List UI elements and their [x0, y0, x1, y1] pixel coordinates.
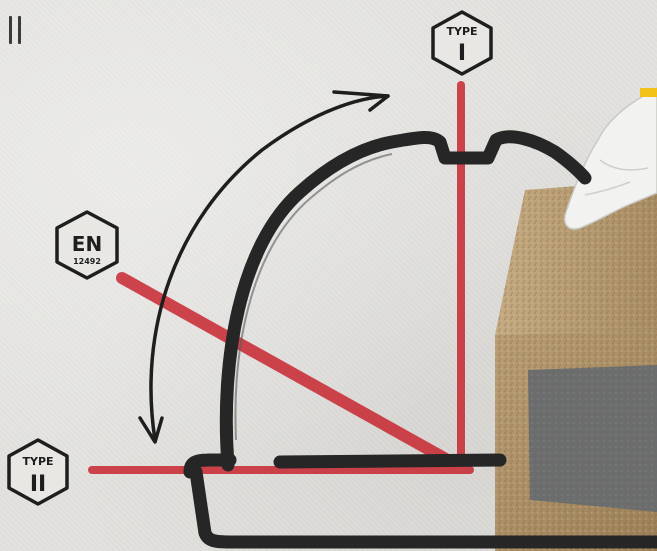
- helmet-outline: [183, 130, 657, 549]
- type-two-top-text: TYPE: [22, 455, 53, 468]
- type-one-badge: TYPE I: [431, 10, 493, 76]
- helmet-inner-highlight: [234, 153, 393, 441]
- rotation-arrow: [138, 90, 390, 444]
- concrete-block-image: [495, 180, 657, 551]
- diagonal-impact-line: [116, 272, 468, 474]
- en-12492-badge: EN 12492: [55, 210, 119, 280]
- en-badge-top-text: EN: [72, 232, 102, 256]
- impact-reference-lines: [88, 81, 474, 474]
- type-one-top-text: TYPE: [446, 25, 477, 38]
- glove-image: [564, 87, 657, 230]
- type-two-bottom-text: II: [30, 472, 46, 497]
- type-two-badge: TYPE II: [7, 438, 69, 506]
- en-badge-bottom-text: 12492: [73, 257, 101, 266]
- type-one-bottom-text: I: [458, 41, 466, 66]
- pause-icon[interactable]: [8, 16, 24, 44]
